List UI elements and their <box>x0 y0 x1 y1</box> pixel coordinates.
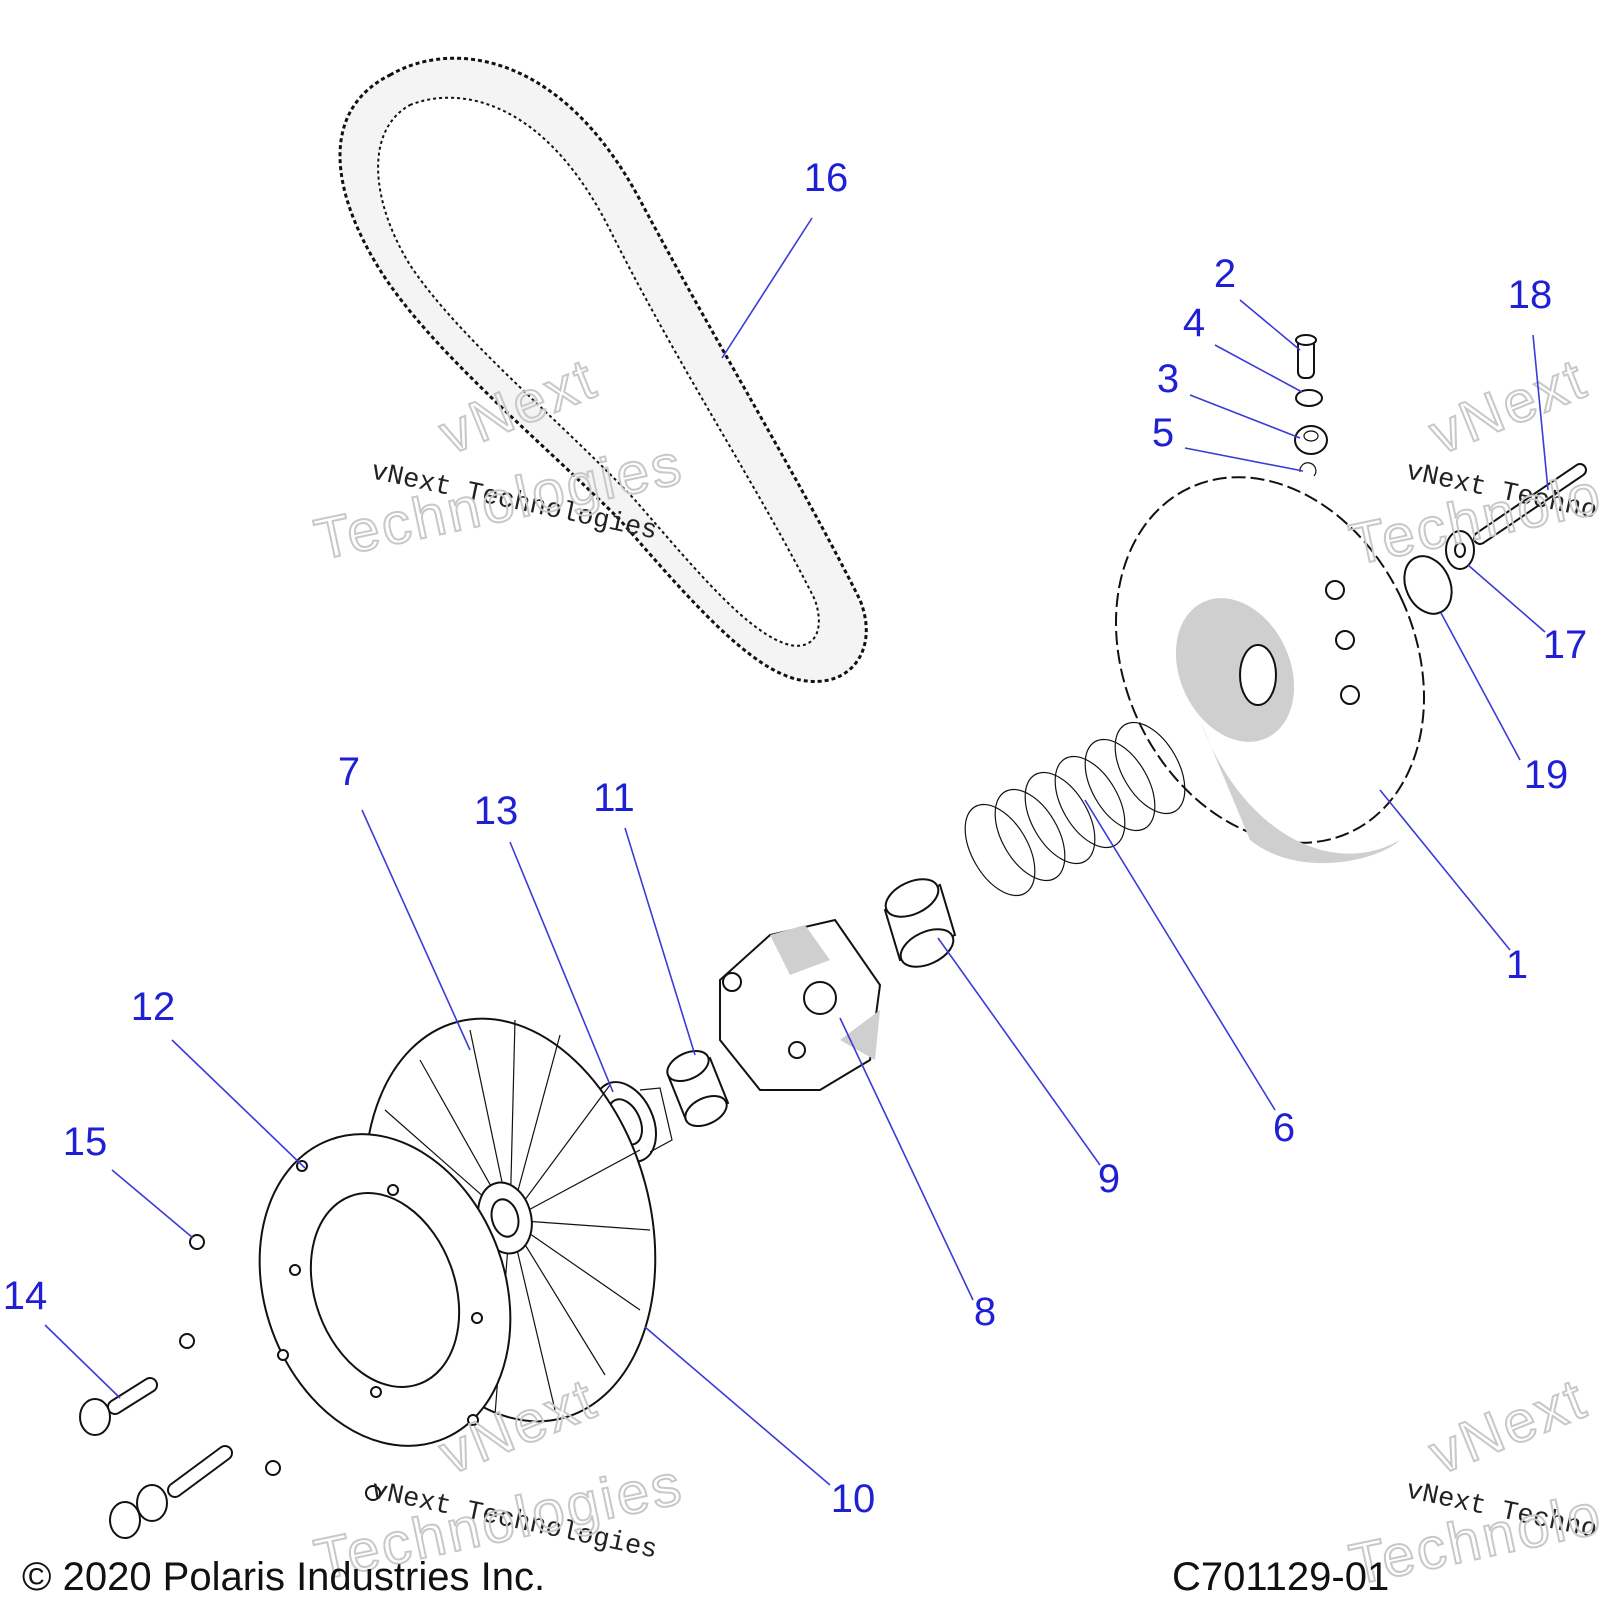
sheave-bolt-hardware <box>1403 463 1587 615</box>
fan-bolts <box>79 1377 233 1539</box>
leader-line-5 <box>1184 447 1304 472</box>
callout-13: 13 <box>474 789 519 833</box>
leader-line-17 <box>1467 564 1546 633</box>
spider-bushing <box>883 878 957 968</box>
watermark-text: vNext <box>1421 1366 1597 1487</box>
copyright-text: © 2020 Polaris Industries Inc. <box>22 1555 545 1599</box>
leader-line-9 <box>937 937 1101 1166</box>
callout-3: 3 <box>1157 357 1179 401</box>
callout-4: 4 <box>1183 301 1205 345</box>
cover-screws <box>179 1234 381 1501</box>
leader-line-7 <box>361 809 471 1051</box>
callout-15: 15 <box>63 1120 108 1164</box>
drawing-number: C701129-01 <box>1172 1555 1389 1599</box>
callout-8: 8 <box>974 1290 996 1334</box>
cover-plate <box>258 1133 512 1447</box>
leader-line-6 <box>1084 799 1276 1111</box>
bushing <box>666 1049 730 1128</box>
leader-line-4 <box>1214 344 1303 393</box>
watermark-text: Technologies <box>309 431 689 572</box>
callout-19: 19 <box>1524 753 1569 797</box>
leader-line-12 <box>171 1039 306 1169</box>
callout-9: 9 <box>1098 1157 1120 1201</box>
roller-pin-assembly <box>1294 334 1328 477</box>
leader-line-3 <box>1189 394 1301 439</box>
clutch-spring <box>964 721 1186 897</box>
callout-1: 1 <box>1506 943 1528 987</box>
leader-line-10 <box>644 1326 831 1486</box>
leader-lines <box>44 217 1549 1486</box>
leader-line-15 <box>111 1169 194 1239</box>
callout-17: 17 <box>1543 623 1588 667</box>
leader-line-1 <box>1379 789 1511 951</box>
leader-line-11 <box>624 827 696 1056</box>
callout-16: 16 <box>804 156 849 200</box>
watermark-text: vNext <box>1421 346 1597 467</box>
callout-18: 18 <box>1508 273 1553 317</box>
leader-line-18 <box>1532 334 1549 491</box>
callout-7: 7 <box>338 750 360 794</box>
leader-line-14 <box>44 1324 121 1399</box>
leader-line-2 <box>1239 299 1301 351</box>
callout-6: 6 <box>1273 1106 1295 1150</box>
drive-belt <box>338 56 868 683</box>
callout-2: 2 <box>1214 252 1236 296</box>
callout-5: 5 <box>1152 411 1174 455</box>
moveable-sheave <box>1114 476 1426 864</box>
leader-line-13 <box>509 841 614 1093</box>
spider-assembly <box>719 918 882 1091</box>
callout-14: 14 <box>3 1274 48 1318</box>
leader-line-16 <box>721 217 813 359</box>
callout-11: 11 <box>593 776 635 820</box>
callout-10: 10 <box>831 1477 876 1521</box>
leader-line-19 <box>1440 612 1521 761</box>
callout-12: 12 <box>131 985 176 1029</box>
leader-line-8 <box>839 1017 974 1301</box>
